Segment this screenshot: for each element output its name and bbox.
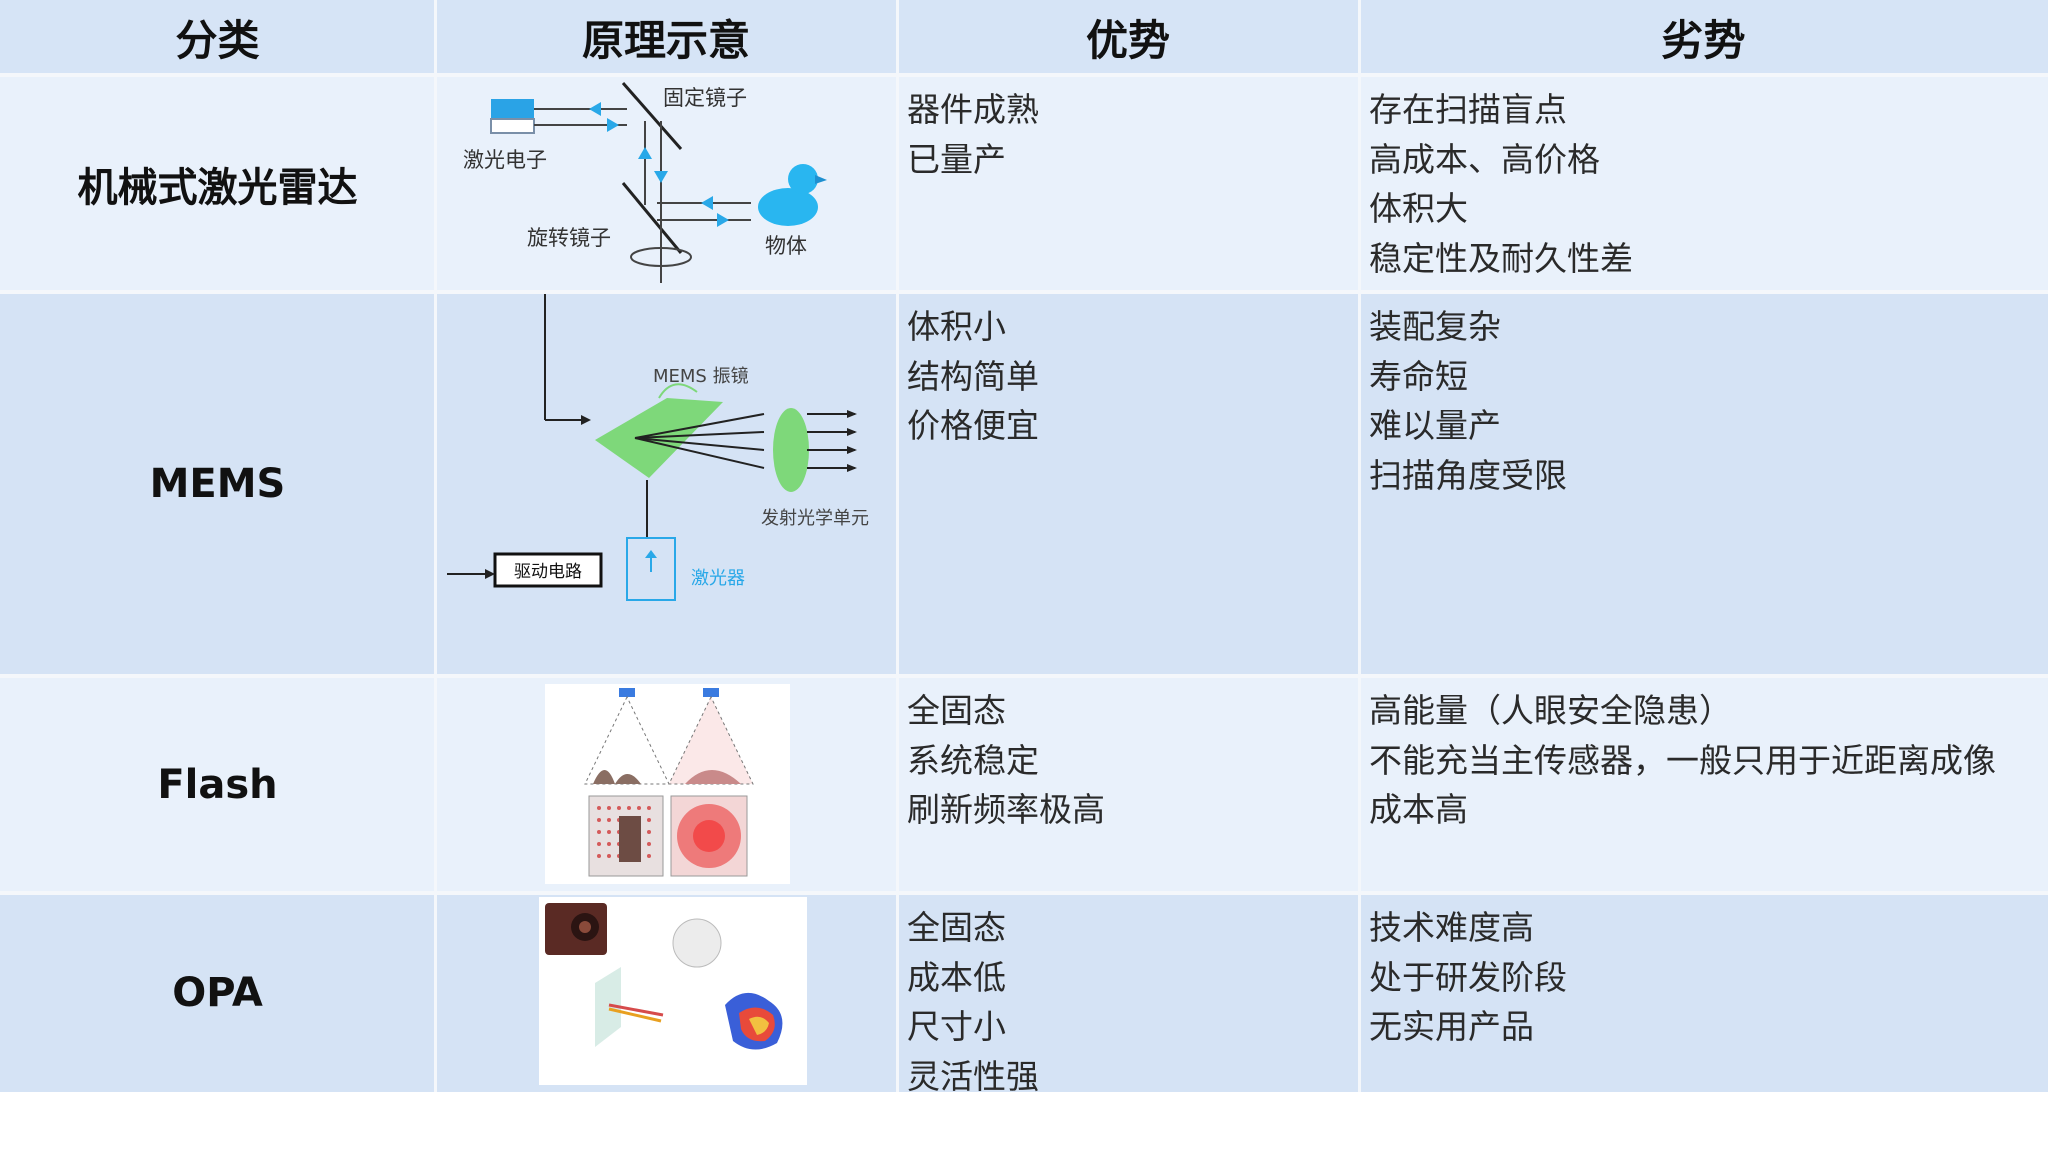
list-item: 稳定性及耐久性差 [1369, 238, 1633, 278]
list-item: 刷新频率极高 [907, 790, 1105, 829]
label-laser-emitter: 激光电子 [463, 148, 547, 172]
list-item: 装配复杂 [1369, 307, 1501, 346]
category-mems: MEMS [0, 292, 435, 676]
drive-circuit-box [493, 552, 603, 588]
laser-emitter-icon [491, 99, 534, 119]
header-category: 分类 [0, 0, 435, 75]
cons-opa: 技术难度高 处于研发阶段 无实用产品 [1359, 893, 2048, 1092]
label-mems-mirror: MEMS 振镜 [653, 366, 749, 387]
list-item: 体积小 [907, 307, 1006, 346]
list-item: 器件成熟 [907, 90, 1039, 129]
flash-lidar-thumbnail [545, 684, 790, 884]
pros-mechanical: 器件成熟 已量产 [897, 75, 1359, 292]
row-divider [0, 290, 2048, 294]
list-item: 体积大 [1369, 189, 1468, 228]
list-item: 寿命短 [1369, 356, 1468, 396]
list-item: 不能充当主传感器，一般只用于近距离成像 [1369, 740, 1996, 780]
fixed-mirror-icon [621, 82, 683, 150]
column-divider [896, 0, 899, 1092]
list-item: 高成本、高价格 [1369, 139, 1600, 179]
category-flash: Flash [0, 676, 435, 893]
cons-mems: 装配复杂 寿命短 难以量产 扫描角度受限 [1359, 292, 2048, 676]
opa-lidar-image [545, 903, 783, 1050]
list-item: 无实用产品 [1369, 1007, 1534, 1046]
radiation-pattern-icon [725, 992, 783, 1050]
row-divider [0, 891, 2048, 895]
list-item: 难以量产 [1369, 406, 1501, 445]
emitter-lens-icon [773, 408, 809, 492]
diagram-mems: MEMS 振镜 发射光学单元 驱动电路 [435, 292, 897, 676]
mems-lidar-diagram: MEMS 振镜 发射光学单元 驱动电路 [447, 292, 869, 601]
list-item: 系统稳定 [907, 740, 1039, 780]
list-item: 结构简单 [907, 356, 1039, 396]
list-item: 全固态 [907, 691, 1006, 730]
label-fixed-mirror: 固定镜子 [663, 86, 747, 110]
list-item: 高能量（人眼安全隐患） [1369, 691, 1732, 730]
row-divider [0, 674, 2048, 678]
column-divider [434, 0, 437, 1092]
header-disadvantages: 劣势 [1359, 0, 2048, 75]
label-rotating-mirror: 旋转镜子 [527, 226, 611, 250]
list-item: 扫描角度受限 [1369, 455, 1567, 495]
lidar-comparison-table: 分类 原理示意 优势 劣势 机械式激光雷达 [0, 0, 2048, 1096]
flash-lidar-image [584, 688, 754, 877]
pros-opa: 全固态 成本低 尺寸小 灵活性强 [897, 893, 1359, 1096]
list-item: 已量产 [907, 139, 1006, 179]
list-item: 价格便宜 [907, 406, 1039, 445]
list-item: 全固态 [907, 908, 1006, 947]
list-item: 成本低 [907, 957, 1006, 997]
diagram-opa [435, 893, 897, 1092]
list-item: 处于研发阶段 [1369, 957, 1567, 997]
list-item: 灵活性强 [907, 1056, 1039, 1096]
mems-mirror-icon [595, 398, 723, 478]
label-object: 物体 [765, 234, 807, 258]
rotating-mirror-icon [621, 182, 683, 254]
diagram-mechanical: 固定镜子 激光电子 旋转镜子 物体 [435, 75, 897, 292]
header-principle: 原理示意 [435, 0, 897, 75]
cons-mechanical: 存在扫描盲点 高成本、高价格 体积大 稳定性及耐久性差 [1359, 75, 2048, 292]
category-mechanical: 机械式激光雷达 [0, 75, 435, 292]
mechanical-lidar-diagram: 固定镜子 激光电子 旋转镜子 物体 [463, 82, 827, 283]
label-laser: 激光器 [691, 568, 745, 589]
row-divider [0, 73, 2048, 77]
category-opa: OPA [0, 893, 435, 1092]
column-divider [1358, 0, 1361, 1092]
laser-box-icon [626, 537, 676, 601]
opa-lidar-thumbnail [539, 897, 807, 1085]
list-item: 成本高 [1369, 790, 1468, 829]
list-item: 技术难度高 [1369, 908, 1534, 947]
pros-flash: 全固态 系统稳定 刷新频率极高 [897, 676, 1359, 893]
label-optical-unit: 发射光学单元 [761, 508, 869, 529]
list-item: 尺寸小 [907, 1007, 1006, 1046]
label-drive-circuit: 驱动电路 [514, 562, 582, 582]
cons-flash: 高能量（人眼安全隐患） 不能充当主传感器，一般只用于近距离成像 成本高 [1359, 676, 2048, 893]
duck-object-icon [758, 164, 827, 226]
diagram-flash [435, 676, 897, 893]
list-item: 存在扫描盲点 [1369, 90, 1567, 129]
laser-emitter-base [490, 118, 535, 134]
pros-mems: 体积小 结构简单 价格便宜 [897, 292, 1359, 676]
header-advantages: 优势 [897, 0, 1359, 75]
